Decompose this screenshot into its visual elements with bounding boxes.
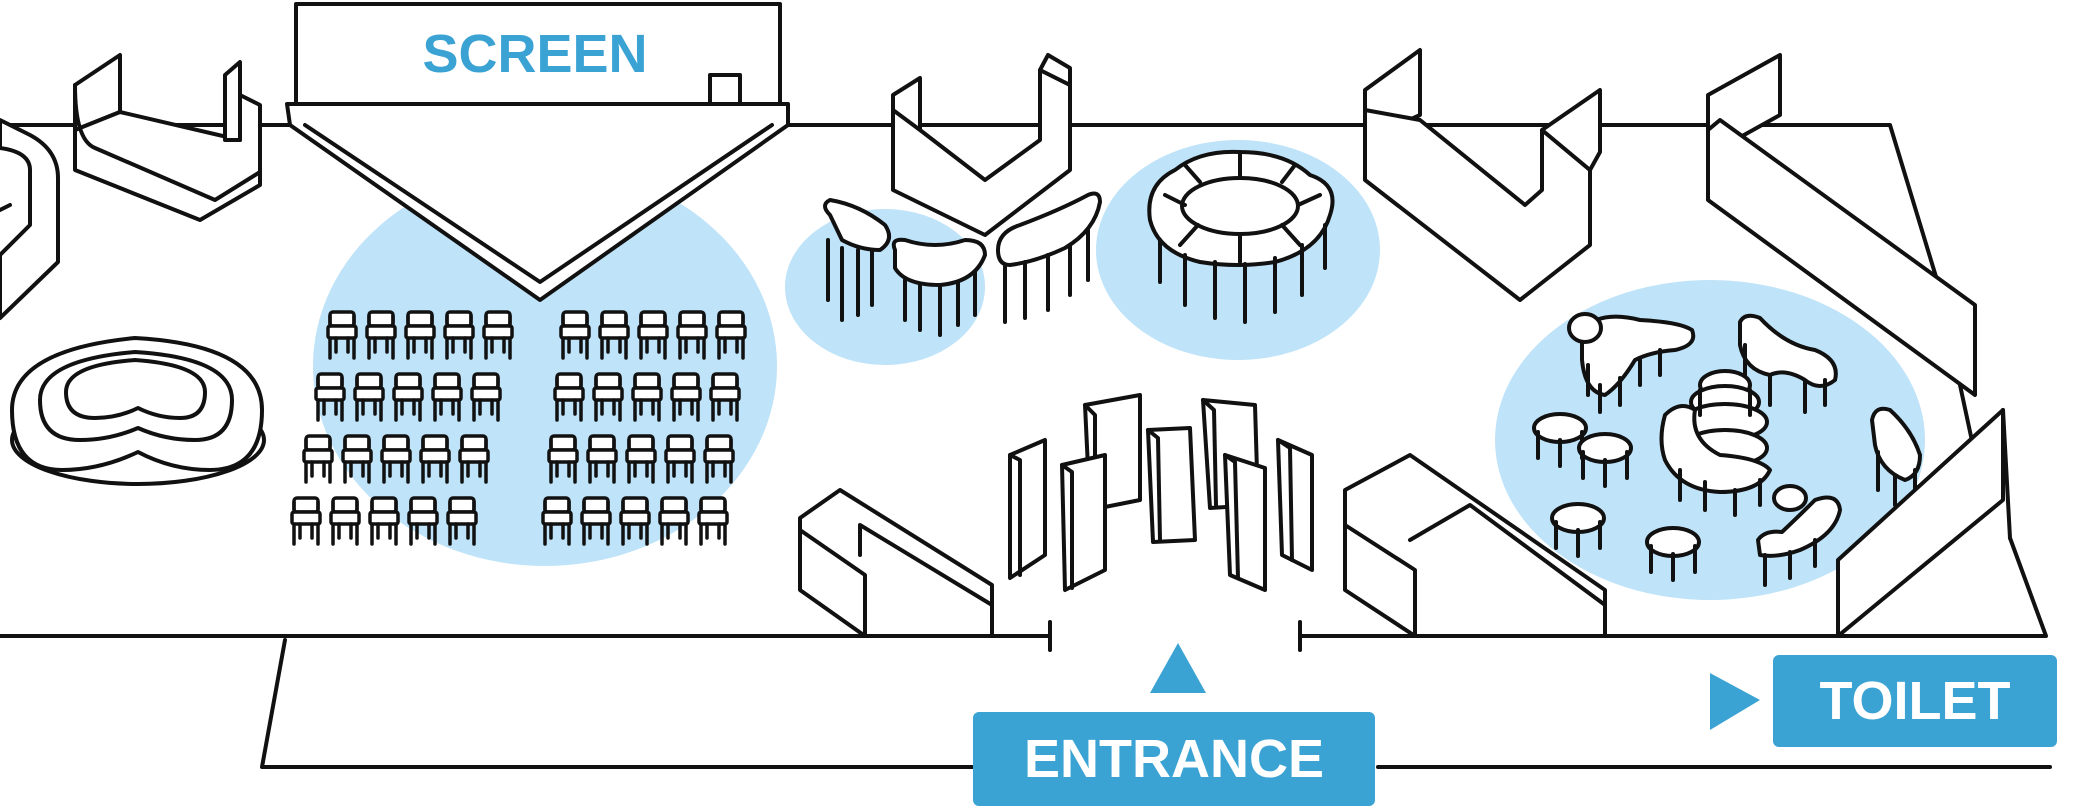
chair: [341, 434, 373, 484]
chair: [586, 434, 618, 484]
stage-platform: [285, 102, 790, 302]
partition-wall: [1343, 453, 1607, 638]
partition-wall: [891, 53, 1072, 237]
chair: [380, 434, 412, 484]
chair: [482, 310, 514, 360]
chair: [419, 434, 451, 484]
display-panels: [1008, 393, 1314, 592]
chair: [553, 372, 585, 422]
chair: [368, 496, 400, 546]
toilet-label: TOILET: [1819, 671, 2010, 731]
partition-wall: [73, 53, 262, 222]
screen-stage: SCREEN: [285, 2, 790, 302]
chair: [290, 496, 322, 546]
toilet-marker[interactable]: TOILET: [1710, 655, 2057, 747]
triangle-up-icon: [1150, 643, 1206, 693]
entrance-badge[interactable]: [973, 712, 1375, 806]
partition-wall: [1363, 48, 1602, 302]
chair: [302, 434, 334, 484]
chair: [541, 496, 573, 546]
chair: [715, 310, 747, 360]
curved-benches: [823, 191, 1102, 337]
chair: [353, 372, 385, 422]
chair: [619, 496, 651, 546]
chair: [670, 372, 702, 422]
chair: [326, 310, 358, 360]
chair: [431, 372, 463, 422]
tiered-platform: [10, 336, 266, 486]
partition-wall: [1706, 53, 1977, 397]
seating-chairs: [290, 310, 747, 546]
chair: [443, 310, 475, 360]
chair: [592, 372, 624, 422]
chair: [458, 434, 490, 484]
chair: [703, 434, 735, 484]
chair: [365, 310, 397, 360]
chair: [598, 310, 630, 360]
toilet-badge[interactable]: [1773, 655, 2057, 747]
left-curved-booth: [0, 118, 60, 320]
chair: [404, 310, 436, 360]
screen-board: [294, 2, 782, 106]
chair: [470, 372, 502, 422]
partition-wall: [798, 488, 994, 638]
chair: [664, 434, 696, 484]
chair: [547, 434, 579, 484]
chair: [580, 496, 612, 546]
chair: [625, 434, 657, 484]
chair: [559, 310, 591, 360]
chair: [697, 496, 729, 546]
chair: [392, 372, 424, 422]
chair: [658, 496, 690, 546]
entrance-label: ENTRANCE: [1024, 729, 1324, 789]
screen-label: SCREEN: [422, 24, 647, 84]
lounge-furniture: [1532, 312, 1922, 587]
partition-wall: [1836, 408, 2012, 638]
chair: [314, 372, 346, 422]
triangle-right-icon: [1710, 673, 1760, 730]
round-table-cluster: [1147, 149, 1335, 324]
chair: [709, 372, 741, 422]
chair: [407, 496, 439, 546]
chair: [446, 496, 478, 546]
chair: [329, 496, 361, 546]
entrance-marker[interactable]: ENTRANCE: [973, 643, 1375, 806]
chair: [631, 372, 663, 422]
chair: [637, 310, 669, 360]
chair: [676, 310, 708, 360]
